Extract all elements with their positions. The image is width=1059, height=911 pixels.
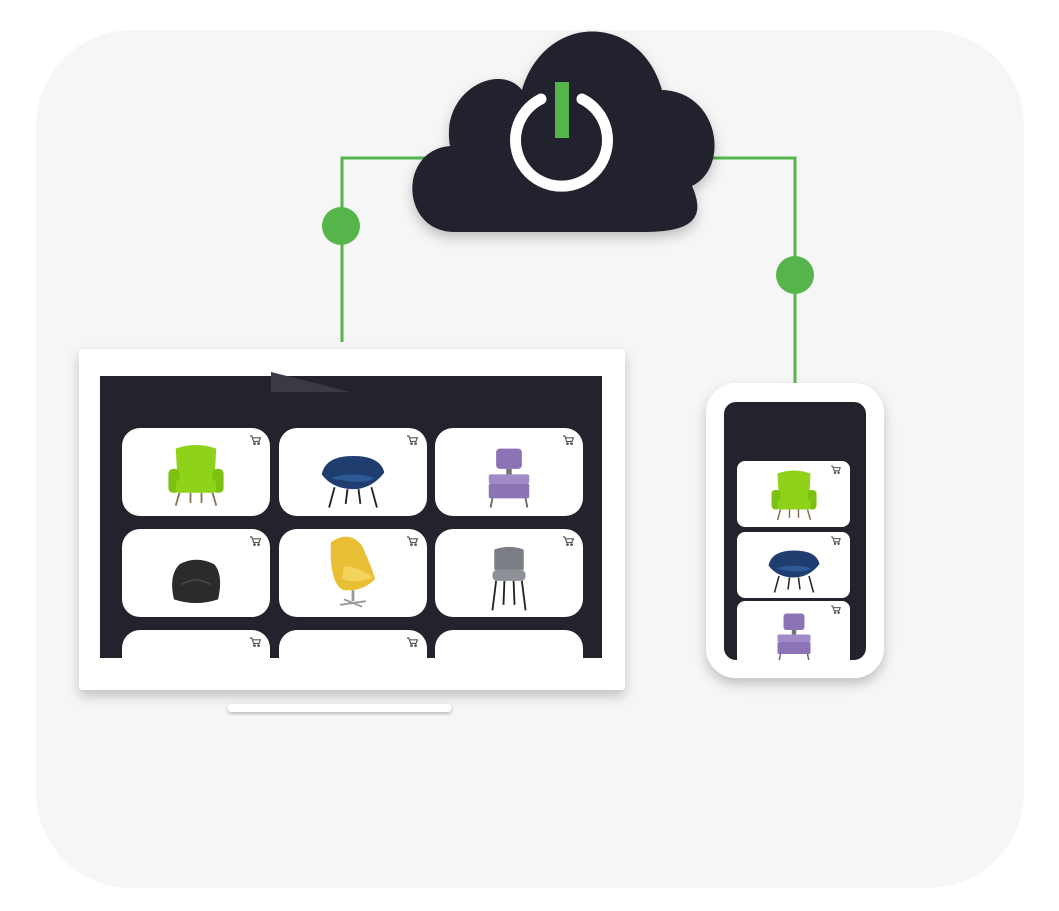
cart-icon[interactable] <box>831 465 841 475</box>
grey-dining-chair-image <box>491 546 527 611</box>
cart-icon[interactable] <box>407 637 419 648</box>
lavender-side-chair-image <box>777 613 811 660</box>
yellow-egg-chair-image <box>330 536 376 608</box>
product-card[interactable] <box>279 428 427 516</box>
tv-monitor <box>79 349 625 718</box>
screen-glare <box>271 372 350 392</box>
product-card[interactable] <box>435 529 583 617</box>
cart-icon[interactable] <box>831 536 841 546</box>
product-card[interactable] <box>435 630 583 718</box>
lavender-side-chair-image <box>488 448 530 508</box>
product-card[interactable] <box>737 601 850 667</box>
black-pouf-image <box>172 559 221 603</box>
navy-lounge-chair-image <box>768 550 820 593</box>
power-icon <box>510 82 613 192</box>
lime-armchair-image <box>771 470 817 521</box>
product-card[interactable] <box>122 428 270 516</box>
connector-right <box>700 156 814 384</box>
cart-icon[interactable] <box>250 435 262 446</box>
product-card[interactable] <box>435 428 583 516</box>
cart-icon[interactable] <box>250 536 262 547</box>
cart-icon[interactable] <box>407 536 419 547</box>
lime-armchair-image <box>168 444 224 506</box>
product-card[interactable] <box>279 630 427 718</box>
tv-stand <box>228 704 451 712</box>
product-card[interactable] <box>122 529 270 617</box>
navy-lounge-chair-image <box>321 456 385 508</box>
connector-node-right <box>776 256 814 294</box>
product-card[interactable] <box>279 529 427 617</box>
connector-node-left <box>322 207 360 245</box>
cart-icon[interactable] <box>407 435 419 446</box>
phone <box>706 383 884 678</box>
cart-icon[interactable] <box>831 605 841 615</box>
product-card[interactable] <box>122 630 270 718</box>
cart-icon[interactable] <box>250 637 262 648</box>
product-card[interactable] <box>737 461 850 527</box>
cart-icon[interactable] <box>563 435 575 446</box>
product-card[interactable] <box>737 532 850 598</box>
cart-icon[interactable] <box>563 536 575 547</box>
connector-left <box>322 156 425 342</box>
